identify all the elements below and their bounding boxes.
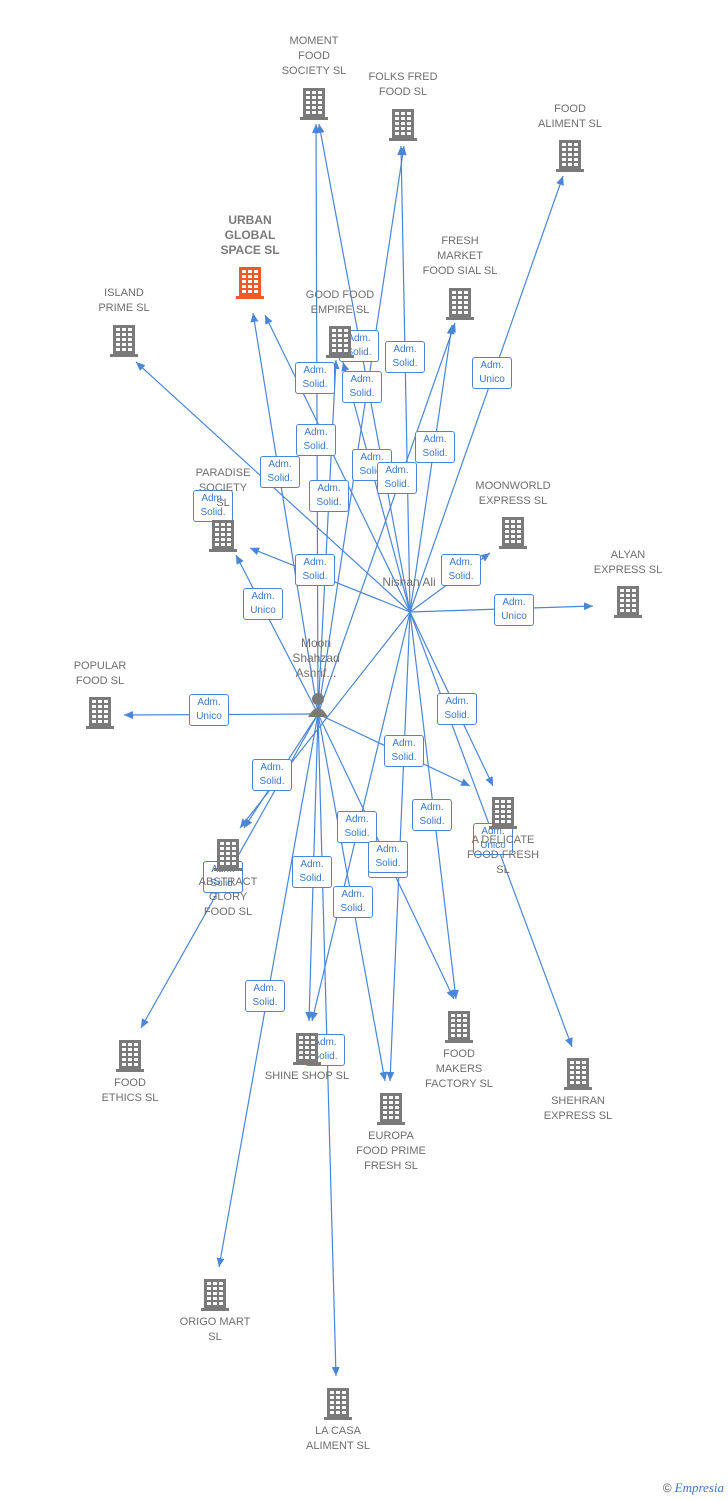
building-icon-urban[interactable] <box>234 265 266 299</box>
edge-nishan-goodfood <box>341 361 411 613</box>
edge-badge-moon-popular[interactable]: Adm. Unico <box>189 694 229 726</box>
edge-badge-moon-europa[interactable]: Adm. Solid. <box>333 886 373 918</box>
company-label-moonworld[interactable]: MOONWORLD EXPRESS SL <box>475 480 551 507</box>
company-label-moment[interactable]: MOMENT FOOD SOCIETY SL <box>281 35 347 77</box>
edge-moon-freshmarket <box>317 322 456 715</box>
edge-badge-nishan-folks[interactable]: Adm. Solid. <box>385 341 425 373</box>
building-icon-foodethics[interactable] <box>114 1038 146 1072</box>
edge-badge-nishan-alyan[interactable]: Adm. Unico <box>494 594 534 626</box>
copyright-symbol: © <box>662 1481 672 1495</box>
edge-badge-moon-paradise[interactable]: Adm. Unico <box>243 588 283 620</box>
building-icon-glory[interactable] <box>212 837 244 871</box>
edge-badge-moon-goodfood[interactable]: Adm. Solid. <box>295 554 335 586</box>
edge-badge-moon-delicate[interactable]: Adm. Solid. <box>384 735 424 767</box>
building-icon-freshmarket[interactable] <box>444 286 476 320</box>
building-icon-shehran[interactable] <box>562 1056 594 1090</box>
person-label-nishan[interactable]: Nishan Ali <box>382 575 436 589</box>
copyright-credit[interactable]: ©Empresia <box>663 1480 724 1496</box>
company-label-folks[interactable]: FOLKS FRED FOOD SL <box>368 71 438 98</box>
edge-badge-nishan-shineshop[interactable]: Adm. Solid. <box>337 811 377 843</box>
edge-nishan-freshmarket <box>409 324 455 613</box>
edge-badge-moon-foodmakers[interactable]: Adm. Solid. <box>368 841 408 873</box>
edge-badge-moon-urban[interactable]: Adm. Solid. <box>260 456 300 488</box>
edge-badge-moon-moment[interactable]: Adm. Solid. <box>296 424 336 456</box>
edge-badge-nishan-foodaliment[interactable]: Adm. Unico <box>472 357 512 389</box>
building-icon-moonworld[interactable] <box>497 515 529 549</box>
company-label-glory[interactable]: ABSTRACT GLORY FOOD SL <box>198 876 258 918</box>
company-label-foodmakers[interactable]: FOOD MAKERS FACTORY SL <box>425 1048 493 1090</box>
edge-nishan-folks <box>397 145 411 613</box>
company-label-delicate[interactable]: A DELICATE FOOD FRESH SL <box>466 834 540 876</box>
company-label-shehran[interactable]: SHEHRAN EXPRESS SL <box>543 1095 613 1122</box>
building-icon-europa[interactable] <box>375 1091 407 1125</box>
company-label-paradise[interactable]: PARADISE SOCIETY SL <box>195 467 251 509</box>
building-icon-alyan[interactable] <box>612 584 644 618</box>
edge-badge-nishan-goodfood[interactable]: Adm. Solid. <box>342 371 382 403</box>
edge-badge-moon-folks[interactable]: Adm. Solid. <box>309 480 349 512</box>
building-icon-foodaliment[interactable] <box>554 138 586 172</box>
person-icon-moon[interactable] <box>308 693 328 717</box>
building-icon-popular[interactable] <box>84 695 116 729</box>
person-icons <box>308 693 328 717</box>
building-icon-folks[interactable] <box>387 107 419 141</box>
building-icon-lacasa[interactable] <box>322 1386 354 1420</box>
building-icon-goodfood[interactable] <box>324 324 356 358</box>
building-icon-paradise[interactable] <box>207 518 239 552</box>
edge-nishan-urban <box>264 314 411 613</box>
building-icon-origo[interactable] <box>199 1277 231 1311</box>
company-label-lacasa[interactable]: LA CASA ALIMENT SL <box>306 1425 370 1452</box>
building-icon-island[interactable] <box>108 323 140 357</box>
edge-badge-nishan-foodmakers[interactable]: Adm. Solid. <box>412 799 452 831</box>
company-label-shineshop[interactable]: SHINE SHOP SL <box>264 1070 350 1082</box>
edge-nishan-moment <box>316 123 411 613</box>
edge-badge-nishan-moonworld[interactable]: Adm. Solid. <box>441 554 481 586</box>
empresia-logo: Empresia <box>674 1480 724 1495</box>
company-label-freshmarket[interactable]: FRESH MARKET FOOD SIAL SL <box>422 235 498 277</box>
edge-badge-nishan-glory[interactable]: Adm. Solid. <box>252 759 292 791</box>
edge-moon-moment <box>312 123 321 715</box>
building-icon-delicate[interactable] <box>487 795 519 829</box>
edge-badge-moon-origo[interactable]: Adm. Solid. <box>245 980 285 1012</box>
company-label-island[interactable]: ISLAND PRIME SL <box>98 287 150 314</box>
company-label-goodfood[interactable]: GOOD FOOD EMPIRE SL <box>305 289 375 316</box>
building-icon-foodmakers[interactable] <box>443 1009 475 1043</box>
building-icon-moment[interactable] <box>298 86 330 120</box>
edge-badge-nishan-urban[interactable]: Adm. Solid. <box>295 362 335 394</box>
company-label-alyan[interactable]: ALYAN EXPRESS SL <box>593 549 663 576</box>
person-label-moon[interactable]: Moon Shahzad Ashrif... <box>292 636 340 680</box>
edge-nishan-foodaliment <box>409 175 564 613</box>
building-icon-shineshop[interactable] <box>291 1031 323 1065</box>
company-label-popular[interactable]: POPULAR FOOD SL <box>73 660 127 687</box>
company-label-europa[interactable]: EUROPA FOOD PRIME FRESH SL <box>356 1130 426 1172</box>
company-label-foodethics[interactable]: FOOD ETHICS SL <box>101 1077 159 1104</box>
edge-badge-nishan-delicate[interactable]: Adm. Solid. <box>437 693 477 725</box>
edge-badge-nishan-freshmarket[interactable]: Adm. Solid. <box>415 431 455 463</box>
company-label-foodaliment[interactable]: FOOD ALIMENT SL <box>538 103 602 130</box>
company-label-origo[interactable]: ORIGO MART SL <box>179 1316 251 1343</box>
edge-badge-moon-shineshop[interactable]: Adm. Solid. <box>292 856 332 888</box>
edge-moon-urban <box>250 312 319 715</box>
company-label-urban[interactable]: URBAN GLOBAL SPACE SL <box>220 213 280 257</box>
edge-nishan-glory <box>239 611 411 829</box>
edge-moon-paradise <box>235 554 319 715</box>
edge-badge-nishan-paradise[interactable]: Adm. Solid. <box>377 462 417 494</box>
